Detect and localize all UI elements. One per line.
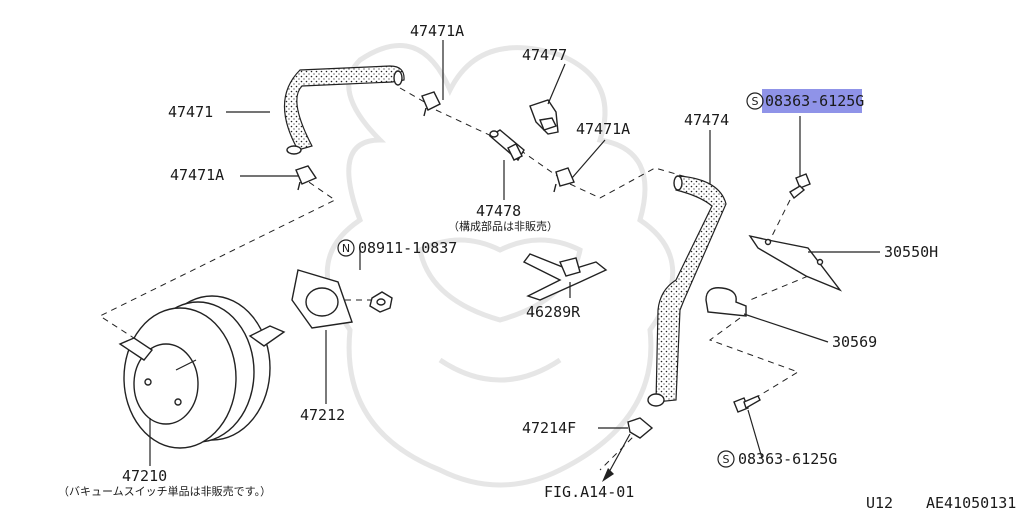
label-47471A-left: 47471A [170,166,224,184]
clamp-47471A-left [295,165,318,191]
bolt-08363-bottom [733,395,761,413]
label-47474: 47474 [684,111,729,129]
clamp-47471A-mid [553,167,575,193]
gasket-47212 [291,269,353,329]
label-47478: 47478 [476,202,521,220]
clamp-47471A-top [421,91,441,117]
svg-text:S: S [752,95,759,108]
label-47212: 47212 [300,406,345,424]
label-47210-note: （バキュームスイッチ単品は非販売です。） [58,484,271,498]
bracket-30550H [748,234,843,292]
label-30550H: 30550H [884,243,938,261]
label-47478-note: （構成部品は非販売） [448,219,558,233]
booster-47210 [118,295,286,449]
label-47471A-mid: 47471A [576,120,630,138]
leader-lines [149,40,880,466]
clip-47214F [627,417,654,439]
label-47210: 47210 [122,467,167,485]
watermark-emblem [324,43,676,488]
clip-30569 [705,287,747,317]
nut-08911 [369,291,393,313]
s-mark-top: S [746,92,764,110]
bracket-47477 [529,99,559,135]
label-08363-highlighted: 08363-6125G [765,92,864,110]
svg-text:S: S [723,453,730,466]
fig-arrow [602,433,631,482]
label-47214F: 47214F [522,419,576,437]
label-47477: 47477 [522,46,567,64]
label-fig-ref: FIG.A14-01 [544,483,634,501]
hose-47474 [647,175,727,407]
hose-47471 [283,65,405,155]
label-47471: 47471 [168,103,213,121]
valve-47478 [488,129,525,162]
n-mark: N [337,239,355,257]
footer-right-code: AE41050131 [926,494,1016,510]
bolt-08363-top [789,173,811,200]
label-08363-bottom: 08363-6125G [738,450,837,468]
s-mark-bottom: S [717,450,735,468]
label-30569: 30569 [832,333,877,351]
label-08911: 08911-10837 [358,239,457,257]
footer-left-code: U12 [866,494,893,510]
svg-text:N: N [342,242,350,255]
label-47471A-top: 47471A [410,22,464,40]
part-highlight [762,89,862,113]
tie-46289R [522,253,608,301]
label-46289R: 46289R [526,303,581,321]
